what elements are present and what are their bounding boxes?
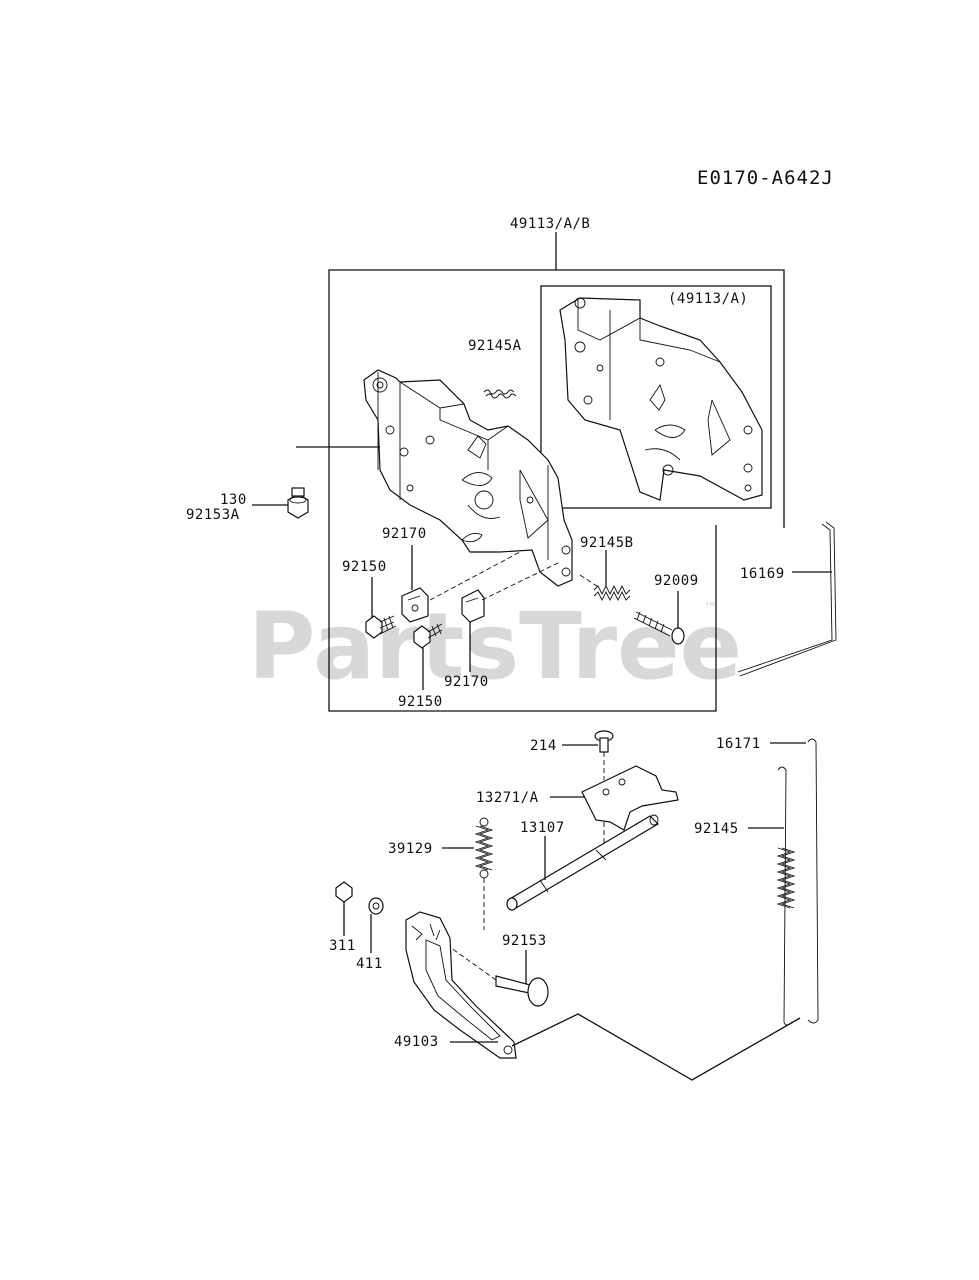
diagram-code: E0170-A642J bbox=[697, 167, 834, 189]
nut-311 bbox=[335, 881, 353, 936]
bolt-92153 bbox=[439, 939, 549, 1007]
inset-label: (49113/A) bbox=[668, 291, 748, 307]
clip-92170-b bbox=[461, 589, 485, 623]
label-411: 411 bbox=[356, 956, 383, 972]
label-92170-b: 92170 bbox=[444, 674, 489, 690]
label-92150-a: 92150 bbox=[342, 559, 387, 575]
label-214: 214 bbox=[530, 738, 557, 754]
leader-lines-upper bbox=[252, 446, 679, 690]
part-labels: 49113/A/B 92145A 130 92153A 92170 92150 … bbox=[186, 216, 785, 1050]
spring-39129 bbox=[442, 817, 494, 930]
rod-16169 bbox=[737, 521, 837, 677]
bolt-130 bbox=[287, 487, 309, 519]
screw-92150-a bbox=[365, 615, 397, 639]
clip-92170-a bbox=[401, 587, 429, 623]
label-13271A: 13271/A bbox=[476, 790, 539, 806]
label-16171: 16171 bbox=[716, 736, 761, 752]
shaft-13107 bbox=[506, 814, 659, 911]
label-130: 130 bbox=[220, 492, 247, 508]
label-92153A: 92153A bbox=[186, 507, 240, 523]
control-assembly-box bbox=[328, 232, 785, 712]
link-line bbox=[511, 1013, 801, 1081]
label-92145B: 92145B bbox=[580, 535, 634, 551]
label-92153: 92153 bbox=[502, 933, 547, 949]
watermark: PartsTree bbox=[248, 593, 742, 700]
main-control-plate bbox=[363, 369, 573, 587]
label-92145A: 92145A bbox=[468, 338, 522, 354]
plate-13271A bbox=[550, 765, 679, 831]
label-49103: 49103 bbox=[394, 1034, 439, 1050]
label-39129: 39129 bbox=[388, 841, 433, 857]
label-92170-a: 92170 bbox=[382, 526, 427, 542]
spring-92145A bbox=[483, 389, 517, 399]
lever-49103 bbox=[405, 911, 517, 1059]
label-92145: 92145 bbox=[694, 821, 739, 837]
spring-92145B bbox=[593, 584, 631, 602]
label-16169: 16169 bbox=[740, 566, 785, 582]
screw-92150-b bbox=[413, 623, 443, 649]
watermark-trademark: ™ bbox=[704, 601, 717, 616]
label-49113: 49113/A/B bbox=[510, 216, 590, 232]
washer-411 bbox=[368, 897, 384, 953]
label-92150-b: 92150 bbox=[398, 694, 443, 710]
inset-variant-box: (49113/A) bbox=[540, 285, 772, 509]
rod-16171 bbox=[770, 738, 819, 1026]
inset-control-plate bbox=[559, 297, 763, 501]
spring-92145 bbox=[748, 827, 796, 909]
label-13107: 13107 bbox=[520, 820, 565, 836]
label-311: 311 bbox=[329, 938, 356, 954]
screw-214 bbox=[562, 730, 614, 780]
label-92009: 92009 bbox=[654, 573, 699, 589]
screw-92009 bbox=[633, 611, 685, 645]
